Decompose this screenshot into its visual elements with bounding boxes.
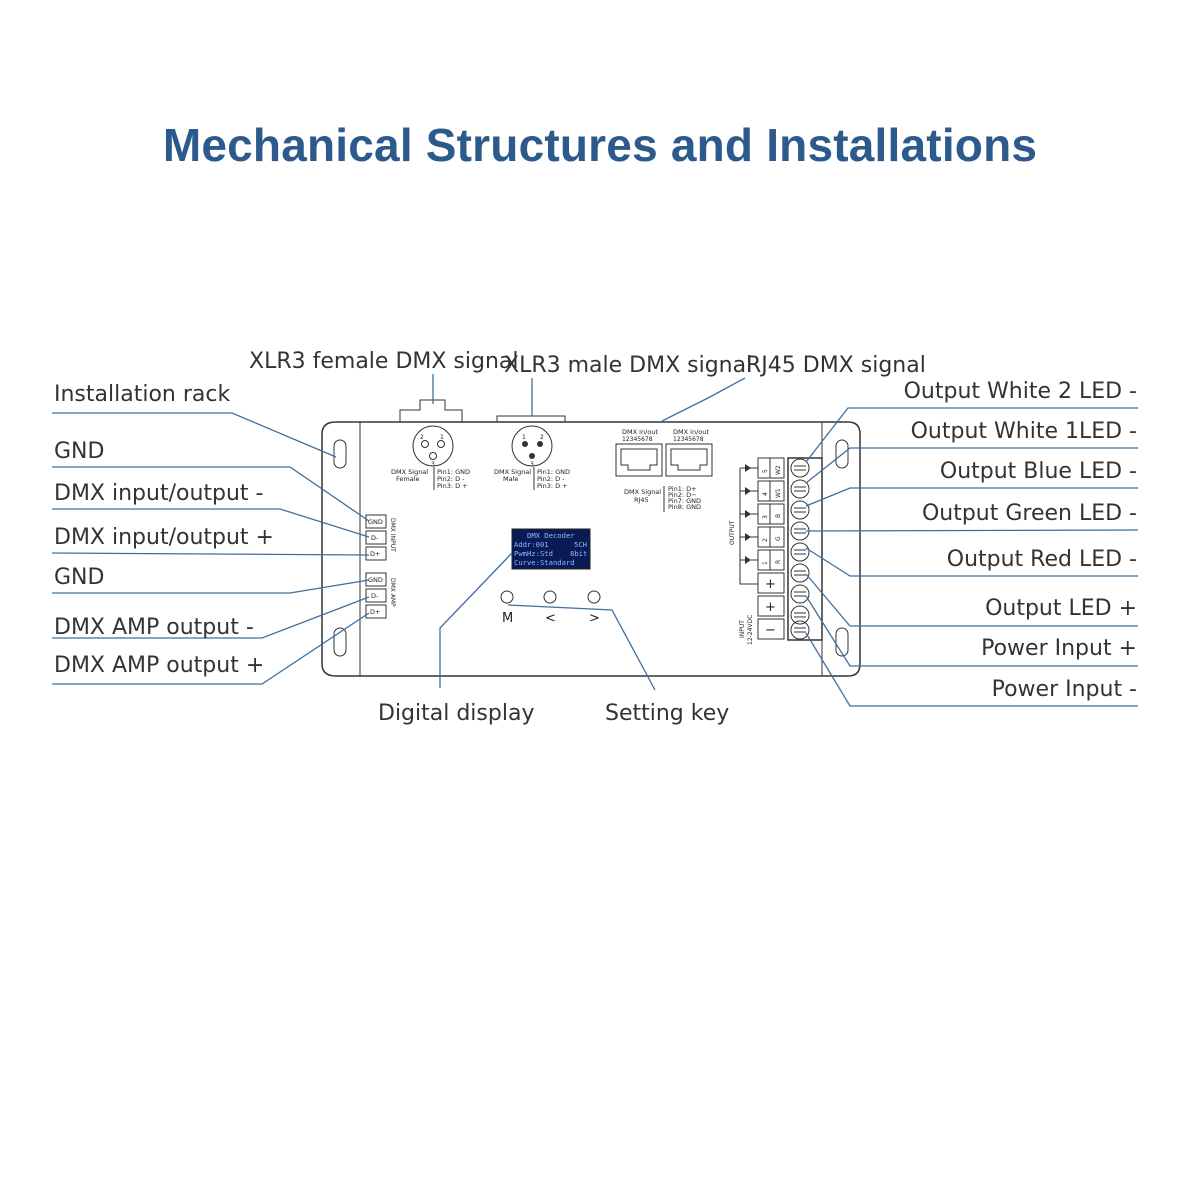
output-input-terminals: OUTPUT 5 4 3 2 1 W2 W1 B G R + + − INPUT… — [729, 457, 823, 645]
xlr-female-pin-2: 2 — [420, 434, 424, 441]
page-title: Mechanical Structures and Installations — [162, 119, 1038, 171]
dmx-amp-d-minus: D- — [371, 592, 379, 600]
channel-w2: W2 — [775, 465, 782, 475]
channel-number-2: 2 — [762, 538, 769, 542]
callout-labels: XLR3 female DMX signal XLR3 male DMX sig… — [54, 349, 1137, 726]
rj45-type: RJ45 — [634, 496, 649, 504]
label-xlr3-male: XLR3 male DMX signal — [504, 353, 752, 378]
mount-slot-top-left — [333, 439, 347, 469]
label-dmx-io-plus: DMX input/output + — [54, 525, 274, 550]
callout-lines — [51, 374, 1139, 707]
dmx-amp-terminal-block: GND D- D+ DMX AMP — [365, 572, 396, 619]
key-m-button[interactable] — [500, 590, 514, 604]
rj45-port-2-pins: 12345678 — [673, 436, 704, 443]
xlr-female-name: DMX Signal — [391, 468, 428, 476]
input-minus: − — [765, 623, 776, 638]
input-voltage: 12-24VDC — [747, 615, 754, 645]
xlr-female-pin2: Pin2: D - — [437, 475, 465, 483]
label-dmx-amp-plus: DMX AMP output + — [54, 653, 264, 678]
xlr-male-pin2: Pin2: D - — [537, 475, 565, 483]
dmx-amp-label: DMX AMP — [389, 578, 396, 607]
channel-number-5: 5 — [762, 469, 769, 473]
xlr-male-pin-3: 3 — [530, 461, 534, 468]
label-power-minus: Power Input - — [992, 677, 1137, 702]
dmx-amp-gnd: GND — [368, 576, 383, 584]
channel-g: G — [775, 536, 782, 541]
mount-slot-bottom-left — [333, 627, 347, 657]
device-body — [321, 421, 861, 677]
dmx-input-d-minus: D- — [371, 534, 379, 542]
display-line-3a: PwmHz:Std — [514, 549, 553, 558]
xlr-male-pin-1: 1 — [522, 434, 526, 441]
label-output-white2: Output White 2 LED - — [904, 379, 1137, 404]
key-left-button[interactable] — [543, 590, 557, 604]
label-dmx-io-minus: DMX input/output - — [54, 481, 263, 506]
xlr-male-pin3: Pin3: D + — [537, 482, 568, 490]
rj45-pin2: Pin2: D− — [668, 491, 697, 499]
channel-r: R — [775, 560, 782, 564]
rj45-pin8: Pin8: GND — [668, 503, 701, 511]
xlr-female-pin-3: 3 — [431, 461, 435, 468]
setting-keys: M < > — [500, 590, 601, 626]
dmx-input-terminal-block: GND D- D+ DMX INPUT — [365, 514, 396, 561]
label-dmx-amp-minus: DMX AMP output - — [54, 615, 254, 640]
channel-number-4: 4 — [762, 492, 769, 496]
input-plus: + — [765, 600, 776, 615]
channel-number-1: 1 — [762, 561, 769, 565]
label-output-red: Output Red LED - — [947, 547, 1137, 572]
output-label: OUTPUT — [729, 520, 736, 545]
xlr-female-pin3: Pin3: D + — [437, 482, 468, 490]
xlr-female-pin-1: 1 — [440, 434, 444, 441]
xlr-male-type: Male — [503, 475, 518, 483]
label-output-white1: Output White 1LED - — [911, 419, 1137, 444]
channel-b: B — [775, 514, 782, 518]
display-line-1: DMX Decoder — [527, 531, 575, 540]
key-right-label: > — [589, 611, 600, 626]
mount-slot-top-right — [835, 439, 849, 469]
label-gnd-1: GND — [54, 439, 104, 464]
label-gnd-2: GND — [54, 565, 104, 590]
display-line-3b: 8bit — [570, 549, 587, 558]
label-xlr3-female: XLR3 female DMX signal — [249, 349, 519, 374]
rj45-port-1-pins: 12345678 — [622, 436, 653, 443]
label-output-blue: Output Blue LED - — [940, 459, 1137, 484]
key-left-label: < — [545, 611, 556, 626]
dmx-input-label: DMX INPUT — [389, 518, 396, 552]
display-line-2a: Addr:001 — [514, 540, 549, 549]
xlr-male-connector: 1 2 3 DMX Signal Male Pin1: GND Pin2: D … — [494, 415, 570, 490]
xlr-male-pin-2: 2 — [540, 434, 544, 441]
label-digital-display: Digital display — [378, 701, 534, 726]
input-label: INPUT — [739, 620, 746, 638]
xlr-female-type: Female — [396, 475, 420, 483]
key-right-button[interactable] — [587, 590, 601, 604]
dmx-input-gnd: GND — [368, 518, 383, 526]
channel-w1: W1 — [775, 488, 782, 498]
dmx-amp-d-plus: D+ — [370, 608, 380, 616]
display-line-2b: 5CH — [574, 540, 587, 549]
label-output-led-plus: Output LED + — [985, 596, 1137, 621]
label-output-green: Output Green LED - — [922, 501, 1137, 526]
xlr-male-pin1: Pin1: GND — [537, 468, 570, 476]
rj45-pin7: Pin7: GND — [668, 497, 701, 505]
channel-number-3: 3 — [762, 515, 769, 519]
key-m-label: M — [502, 611, 513, 626]
rj45-name: DMX Signal — [624, 488, 661, 496]
rj45-port-1-label: DMX in/out — [622, 428, 658, 436]
rj45-connectors: DMX in/out 12345678 DMX in/out 12345678 … — [615, 428, 713, 512]
mount-slot-bottom-right — [835, 627, 849, 657]
display-line-4: Curve:Standard — [514, 558, 575, 567]
dmx-input-d-plus: D+ — [370, 550, 380, 558]
label-power-plus: Power Input + — [981, 636, 1137, 661]
rj45-port-2-label: DMX in/out — [673, 428, 709, 436]
rj45-pin1: Pin1: D+ — [668, 485, 697, 493]
common-plus: + — [765, 577, 776, 592]
xlr-female-pin1: Pin1: GND — [437, 468, 470, 476]
label-installation-rack: Installation rack — [54, 382, 230, 407]
digital-display: DMX Decoder Addr:001 5CH PwmHz:Std 8bit … — [511, 528, 591, 570]
label-rj45: RJ45 DMX signal — [746, 353, 926, 378]
xlr-male-name: DMX Signal — [494, 468, 531, 476]
xlr-female-connector: 2 1 3 DMX Signal Female Pin1: GND Pin2: … — [391, 399, 470, 490]
label-setting-key: Setting key — [605, 701, 729, 726]
